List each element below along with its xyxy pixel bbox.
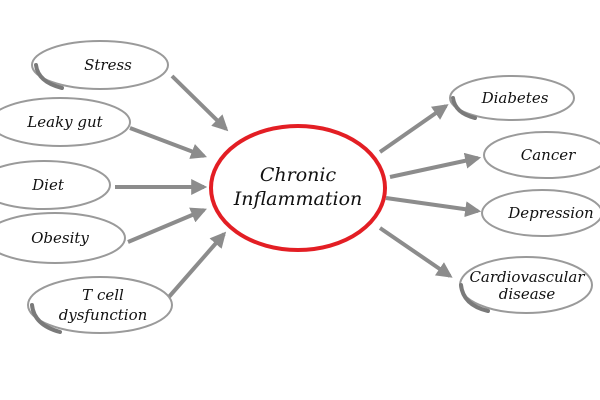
center-node: Chronic Inflammation — [209, 124, 387, 252]
label-t-cell-line2: dysfunction — [59, 306, 148, 324]
cause-t-cell-dysfunction: T cell dysfunction — [27, 276, 173, 334]
label-depression: Depression — [507, 204, 593, 222]
arrow-depression — [385, 196, 482, 218]
arrow-obesity — [127, 207, 207, 244]
arrow-cancer — [389, 152, 482, 179]
label-cardio-line2: disease — [499, 285, 556, 303]
effect-diabetes: Diabetes — [449, 75, 575, 121]
label-leaky-gut: Leaky gut — [26, 113, 103, 131]
cause-diet: Diet — [0, 160, 111, 210]
label-cardio-line1: Cardiovascular — [469, 268, 585, 286]
effect-depression: Depression — [481, 189, 600, 237]
effect-cancer: Cancer — [483, 131, 600, 179]
label-cancer: Cancer — [521, 146, 576, 164]
arrow-cardiovascular — [378, 226, 453, 278]
arrow-t-cell — [166, 231, 227, 300]
label-diabetes: Diabetes — [481, 89, 549, 107]
center-title-line2: Inflammation — [233, 188, 363, 210]
label-diet: Diet — [31, 176, 65, 194]
arrow-diabetes — [378, 104, 449, 154]
label-t-cell-line1: T cell — [82, 286, 124, 304]
center-title-line1: Chronic — [260, 164, 337, 186]
cause-stress: Stress — [31, 40, 169, 90]
label-stress: Stress — [84, 56, 132, 74]
arrow-stress — [170, 74, 229, 132]
effect-cardiovascular-disease: Cardiovascular disease — [459, 256, 593, 314]
arrows — [115, 74, 482, 300]
cause-leaky-gut: Leaky gut — [0, 97, 131, 147]
label-obesity: Obesity — [31, 229, 89, 247]
cause-obesity: Obesity — [0, 212, 126, 264]
arrow-leaky-gut — [129, 126, 207, 159]
